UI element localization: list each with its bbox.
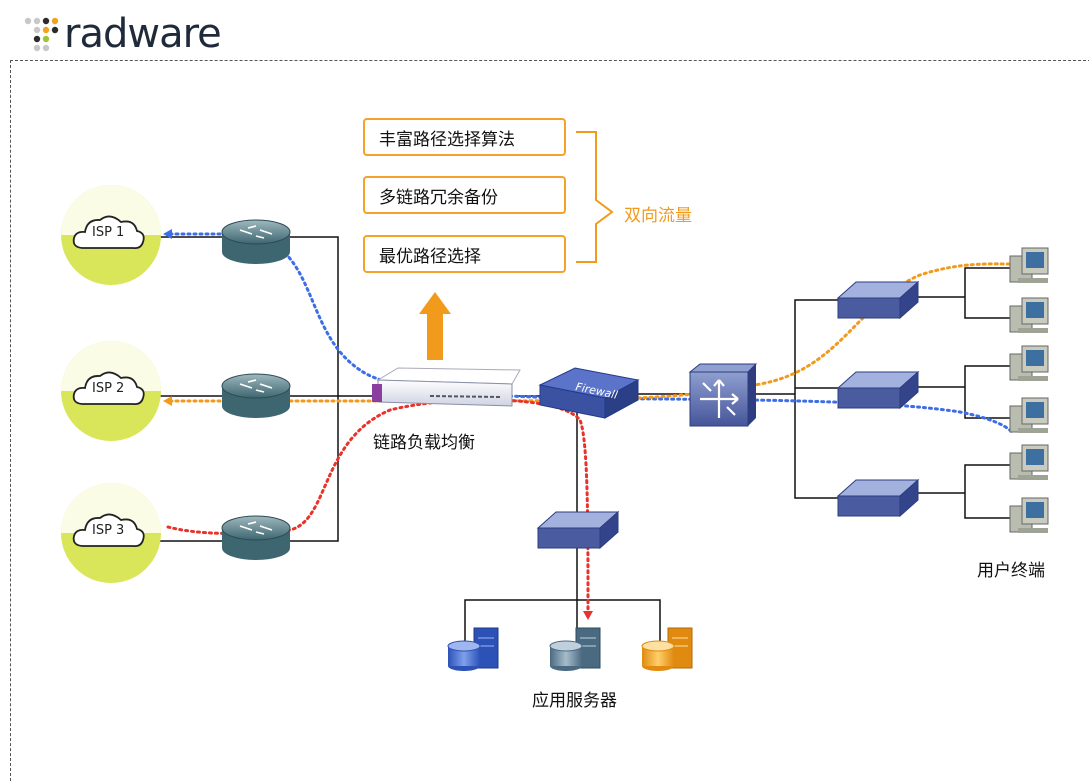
feature-box-redundancy: 多链路冗余备份 [363,176,566,214]
router-icon [221,373,291,418]
feature-box-path-algorithms: 丰富路径选择算法 [363,118,566,156]
switch-icon [836,370,920,410]
isp-3-label: ISP 3 [92,523,125,538]
isp-2-label: ISP 2 [92,381,125,396]
server-icon-orange [641,627,693,671]
isp-1-label: ISP 1 [92,225,125,240]
radware-dots-icon [24,17,59,52]
isp-3-node [61,483,161,583]
cloud-icon [72,215,145,250]
user-terminals-label: 用户终端 [977,561,1045,581]
router-icon [221,219,291,264]
brace-icon [576,131,614,263]
load-balancer-label: 链路负载均衡 [373,433,475,453]
radware-logo: radware [22,8,222,60]
router-icon [221,515,291,560]
core-switch-device [688,363,758,427]
workstation-icon [1009,247,1049,283]
feature-label: 最优路径选择 [379,246,481,267]
diagram-frame [10,60,1089,781]
workstation-icon [1009,297,1049,333]
switch-icon [536,510,620,550]
blue-arrowhead [163,229,172,239]
cloud-icon [72,371,145,406]
server-icon-blue [447,627,499,671]
server-icon-gray [549,627,601,671]
red-arrowhead [583,611,593,620]
isp-1-node [61,185,161,285]
workstation-icon [1009,444,1049,480]
switch-icon [836,478,920,518]
network-diagram: Firewall [61,131,1049,671]
workstation-icon [1009,345,1049,381]
feature-box-optimal-path: 最优路径选择 [363,235,566,273]
orange-arrowhead [163,396,172,406]
workstation-icon [1009,497,1049,533]
radware-logo-text: radware [64,11,222,57]
isp-2-node [61,341,161,441]
bidirectional-traffic-label: 双向流量 [624,206,692,226]
workstation-icon [1009,397,1049,433]
firewall-device: Firewall [538,367,640,419]
feature-label: 多链路冗余备份 [379,187,498,208]
up-arrow-icon [419,292,451,360]
app-servers-label: 应用服务器 [532,691,617,711]
load-balancer-device [372,367,521,407]
cloud-icon [72,513,145,548]
switch-icon [836,280,920,320]
feature-label: 丰富路径选择算法 [379,129,515,150]
